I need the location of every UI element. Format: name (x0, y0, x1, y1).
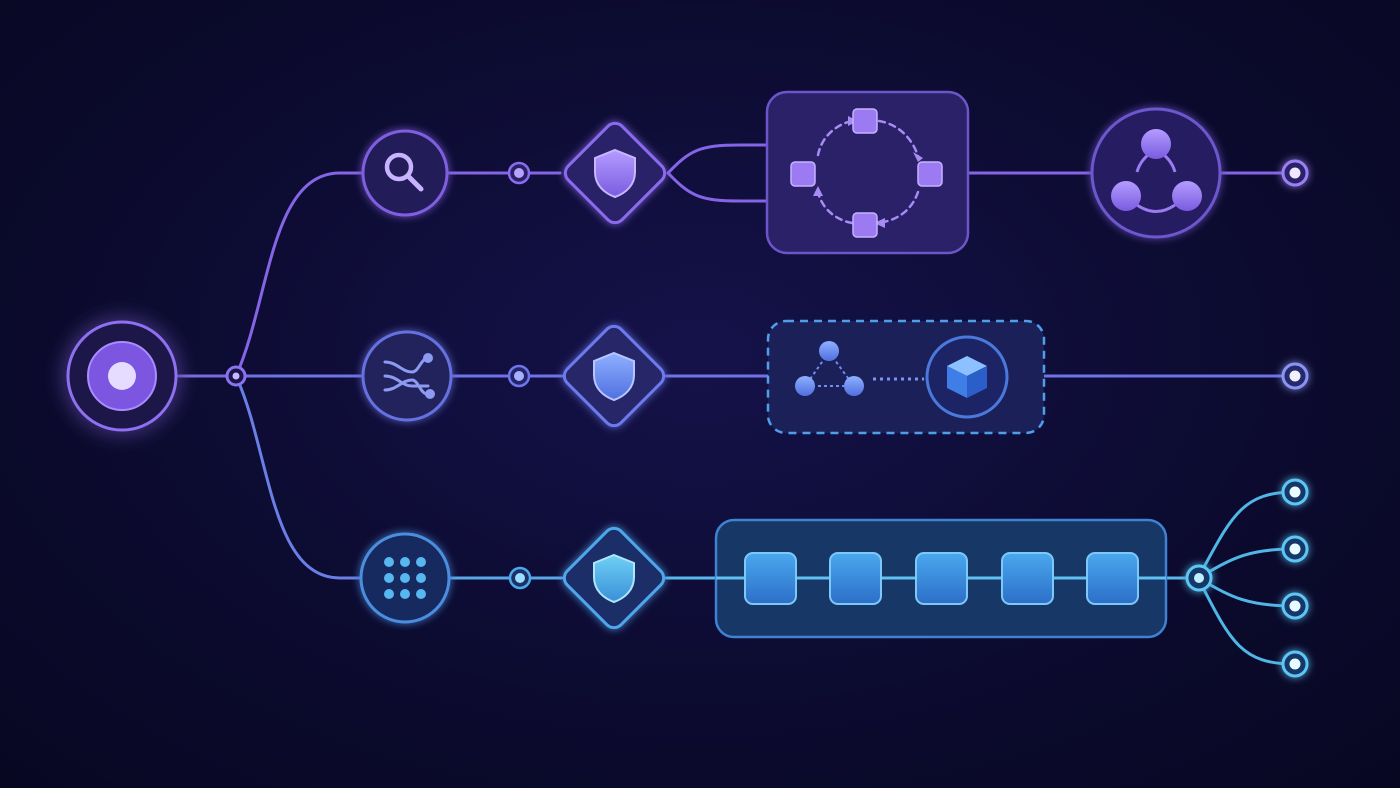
output-dot-4[interactable] (1281, 650, 1309, 678)
shield-icon (594, 148, 636, 199)
output-dot-3[interactable] (1281, 592, 1309, 620)
stream-node[interactable] (361, 330, 453, 422)
pipeline-block (1001, 552, 1054, 605)
bottom-connector-dot (508, 566, 532, 590)
root-node[interactable] (66, 320, 178, 432)
pipeline-block (744, 552, 797, 605)
pipeline-block (1086, 552, 1139, 605)
grid-node[interactable] (359, 532, 451, 624)
fanout-outputs (1281, 478, 1309, 678)
graph-to-cube-panel[interactable] (766, 319, 1046, 435)
top-shield-gate[interactable] (561, 119, 668, 226)
mini-graph-icon (795, 341, 864, 396)
cycle-loop-panel[interactable] (765, 90, 970, 255)
output-dot-2[interactable] (1281, 535, 1309, 563)
shield-icon (593, 553, 635, 604)
magnifier-icon (384, 152, 424, 192)
bottom-shield-gate[interactable] (560, 524, 667, 631)
cube-icon (947, 356, 987, 398)
fanout-1 (1196, 490, 1296, 580)
cube-node (925, 335, 1009, 419)
cycle-node-top (852, 108, 878, 134)
top-connector-dot (507, 161, 531, 185)
middle-connector-dot (507, 364, 531, 388)
pipeline-block (829, 552, 882, 605)
cycle-node-left (790, 161, 816, 187)
top-split-upper (666, 143, 769, 175)
output-dot-1[interactable] (1281, 478, 1309, 506)
grid-icon (384, 557, 426, 599)
branch-top-curve (234, 171, 364, 378)
shield-icon (593, 351, 635, 402)
pipeline-block (915, 552, 968, 605)
middle-shield-gate[interactable] (560, 322, 667, 429)
cycle-node-right (917, 161, 943, 187)
search-node[interactable] (361, 129, 449, 217)
triad-hub-icon (1111, 129, 1202, 213)
fanout-hub-dot (1185, 564, 1213, 592)
stream-mixer-icon (383, 356, 430, 396)
fanout-4 (1196, 576, 1296, 666)
connectors (176, 143, 1296, 666)
triad-hub-node[interactable] (1090, 107, 1222, 239)
fanout-3 (1196, 576, 1296, 608)
top-split-lower (666, 171, 769, 203)
block-pipeline-panel[interactable] (714, 518, 1168, 639)
cycle-node-bottom (852, 212, 878, 238)
branch-bottom-curve (234, 374, 362, 580)
pipeline-blocks (744, 552, 1139, 605)
top-output-dot[interactable] (1281, 159, 1309, 187)
root-junction-dot (225, 365, 247, 387)
middle-output-dot[interactable] (1281, 362, 1309, 390)
